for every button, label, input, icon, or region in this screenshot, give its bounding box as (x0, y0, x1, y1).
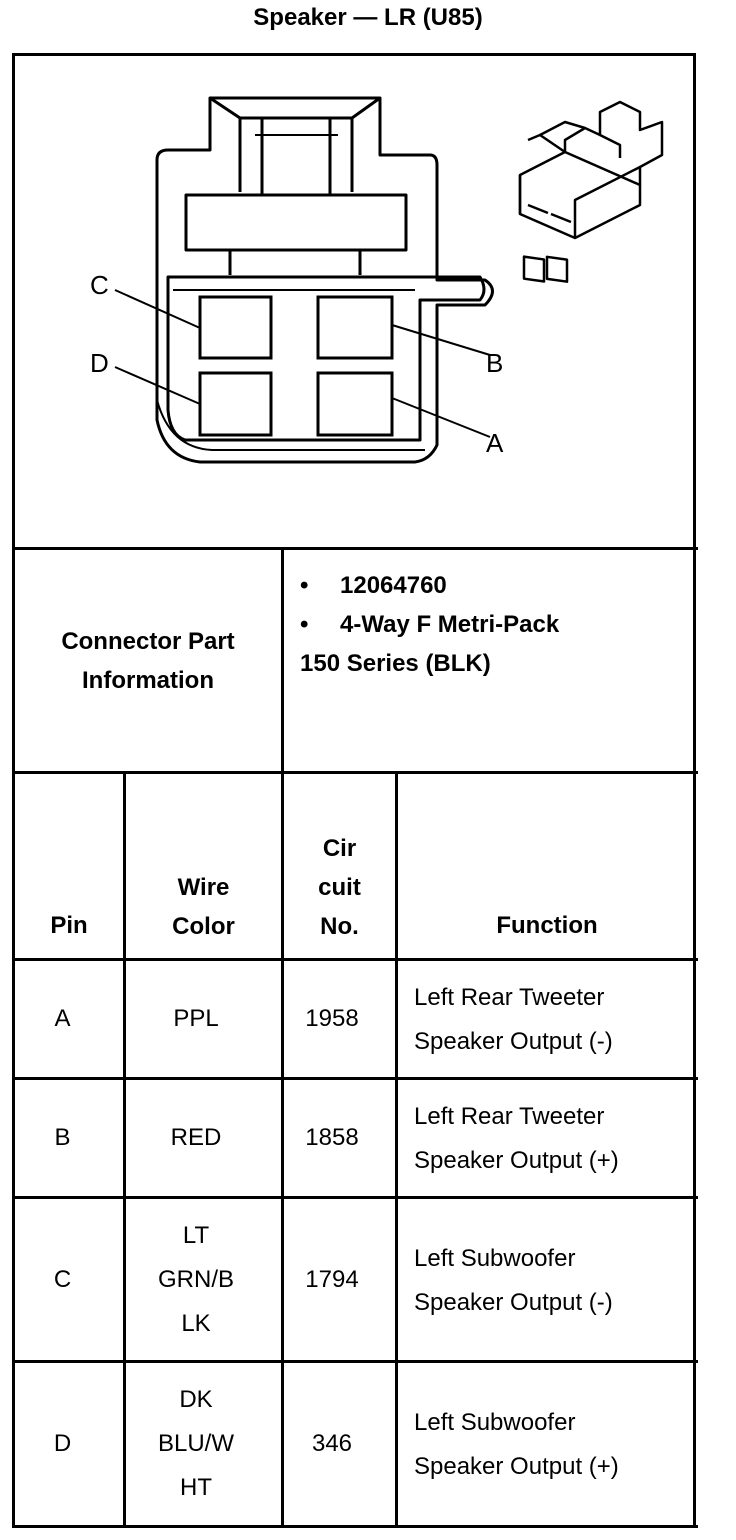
header-function: Function (496, 912, 598, 939)
row-d-color-line3: HT (180, 1474, 212, 1501)
connector-series: 150 Series (BLK) (300, 650, 491, 677)
page-title: Speaker — LR (U85) (253, 4, 483, 31)
rule (395, 771, 398, 1528)
connector-part-label: Connector Part Information (15, 550, 281, 771)
cavity-label-a: A (486, 428, 504, 458)
rule (12, 958, 698, 961)
cavity-d (198, 371, 273, 437)
rule (123, 771, 126, 1528)
header-cir-line2: cuit (318, 874, 361, 901)
row-c-function: Left Subwoofer Speaker Output (-) (414, 1237, 613, 1325)
header-cir-line1: Cir (322, 835, 357, 862)
row-b-color: RED (170, 1124, 222, 1151)
row-c-function-line2: Speaker Output (-) (414, 1289, 613, 1316)
row-d-function: Left Subwoofer Speaker Output (+) (414, 1401, 619, 1489)
row-b-pin: B (54, 1124, 71, 1151)
row-a-color: PPL (173, 1005, 219, 1032)
header-wire-line1: Wire (177, 874, 230, 901)
cavity-a (316, 371, 394, 437)
rule (12, 1525, 698, 1528)
row-b-function-line1: Left Rear Tweeter (414, 1103, 605, 1130)
connector-type: 4-Way F Metri-Pack (340, 611, 560, 638)
row-b-function: Left Rear Tweeter Speaker Output (+) (414, 1095, 619, 1183)
cavity-label-d: D (90, 348, 109, 378)
rule (12, 1196, 698, 1199)
row-c-circuit: 1794 (305, 1265, 359, 1293)
rule (12, 1360, 698, 1363)
cavity-label-b: B (486, 348, 503, 378)
header-wire-line2: Color (172, 913, 235, 940)
rule (12, 1077, 698, 1080)
row-d-circuit: 346 (311, 1430, 353, 1457)
row-a-function-line2: Speaker Output (-) (414, 1028, 613, 1055)
header-circuit-no: Cir cuit No. (284, 827, 395, 948)
header-pin: Pin (50, 912, 88, 939)
part-number: 12064760 (340, 572, 447, 599)
row-c-color-line1: LT (182, 1221, 210, 1249)
rule (12, 547, 698, 550)
cavity-c (198, 295, 273, 360)
row-d-color-line2: BLU/W (157, 1430, 234, 1457)
connector-part-label-line1: Connector Part (61, 627, 235, 655)
cavity-b (316, 295, 394, 360)
row-c-pin: C (53, 1265, 72, 1293)
row-d-color-line1: DK (179, 1386, 213, 1413)
header-cir-line3: No. (320, 913, 359, 940)
row-a-function: Left Rear Tweeter Speaker Output (-) (414, 976, 613, 1064)
row-c-color-line2: GRN/B (157, 1265, 234, 1293)
connector-isometric-icon (518, 100, 664, 283)
row-d-function-line1: Left Subwoofer (414, 1409, 576, 1436)
row-a-pin: A (54, 1005, 71, 1032)
row-d-color: DK BLU/W HT (126, 1363, 266, 1525)
connector-part-info: •12064760 •4-Way F Metri-Pack 150 Series… (300, 566, 559, 683)
rule (281, 547, 284, 1528)
row-d-function-line2: Speaker Output (+) (414, 1453, 619, 1480)
row-c-color: LT GRN/B LK (126, 1199, 266, 1360)
row-c-color-line3: LK (181, 1309, 211, 1337)
row-c-function-line1: Left Subwoofer (414, 1245, 576, 1272)
connector-part-label-line2: Information (82, 666, 214, 694)
cavity-label-c: C (90, 270, 109, 300)
connector-face-drawing: C D B A (90, 96, 664, 464)
rule (12, 771, 698, 774)
connector-table-frame (12, 53, 696, 1528)
row-a-function-line1: Left Rear Tweeter (414, 984, 605, 1011)
row-a-circuit: 1958 (305, 1005, 359, 1032)
header-wire-color: Wire Color (126, 866, 281, 948)
row-b-circuit: 1858 (305, 1124, 359, 1151)
row-d-pin: D (53, 1430, 72, 1457)
row-b-function-line2: Speaker Output (+) (414, 1147, 619, 1174)
